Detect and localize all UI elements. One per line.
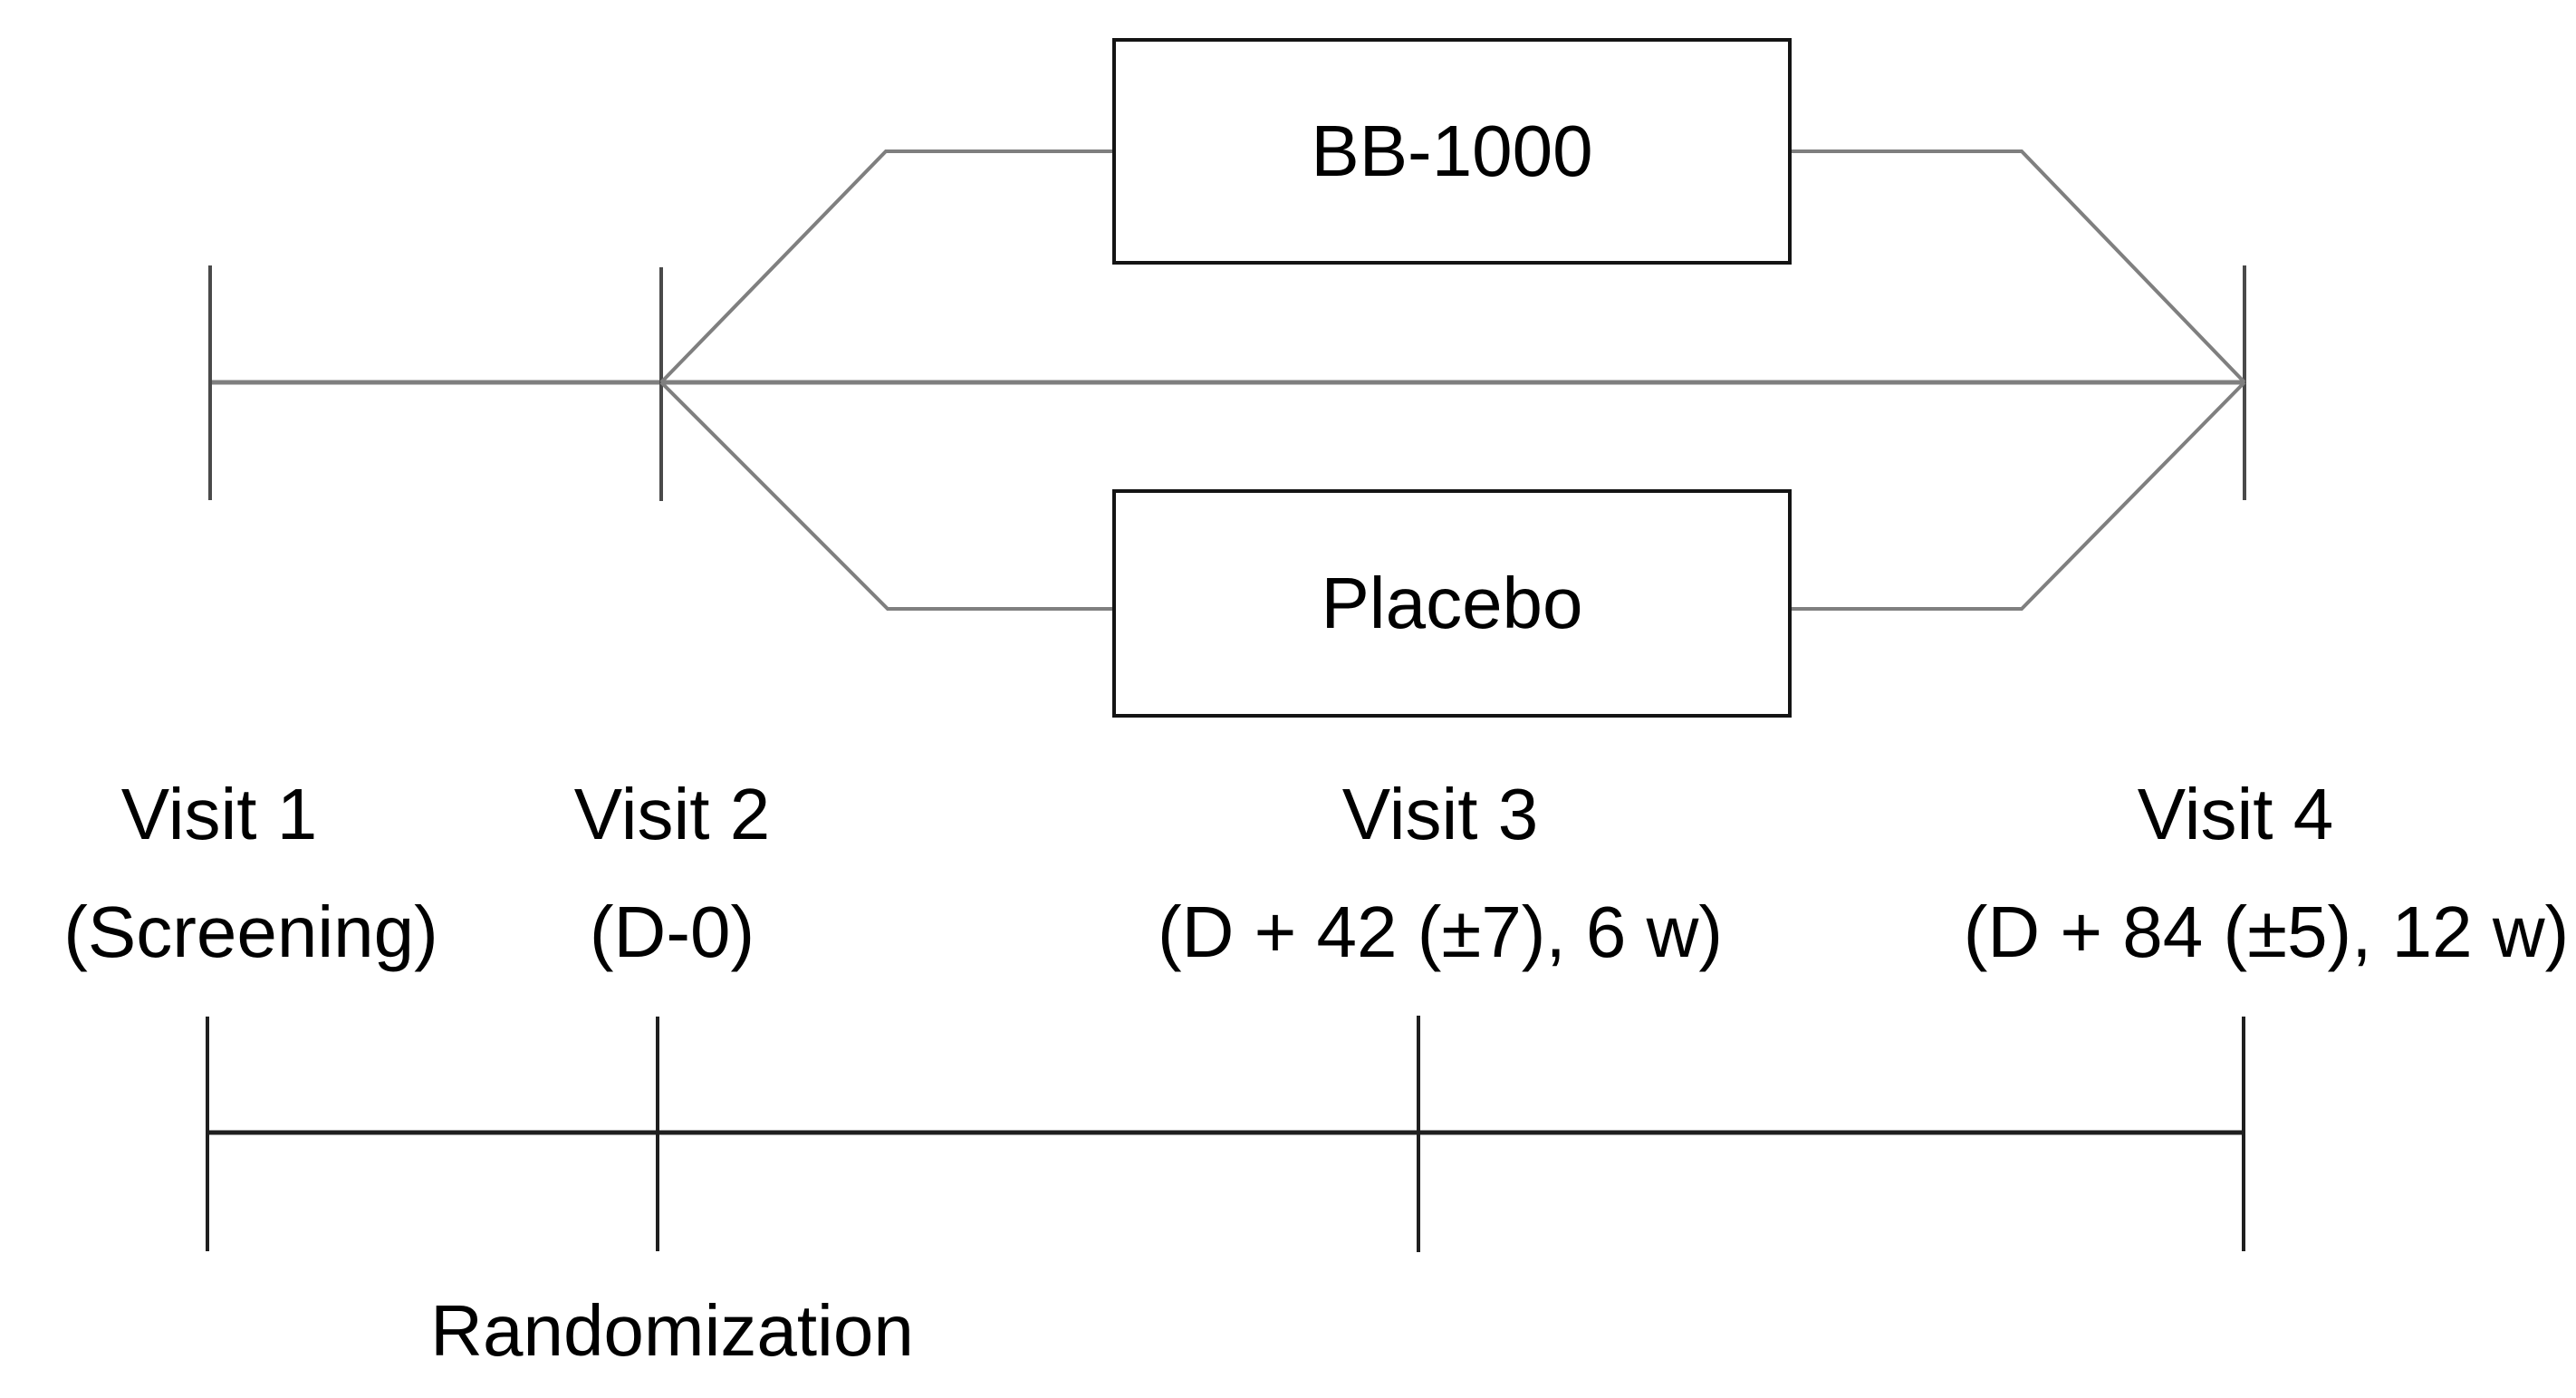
bb1000-arm-box: BB-1000: [1112, 38, 1792, 265]
placebo-arm-box: Placebo: [1112, 489, 1792, 718]
branch-placebo-right-line: [1792, 381, 2246, 611]
branch-placebo-left-line: [659, 381, 1112, 611]
branch-bb1000-right-line: [1792, 149, 2246, 384]
visit2-detail-label: (D-0): [589, 892, 755, 972]
visit2-label: Visit 2: [573, 774, 771, 854]
bb1000-arm-label: BB-1000: [1311, 111, 1593, 191]
visit1-detail-label: (Screening): [63, 892, 438, 972]
visit4-detail-label: (D + 84 (±5), 12 w): [1963, 892, 2570, 972]
visit4-label: Visit 4: [2137, 774, 2334, 854]
visit3-detail-label: (D + 42 (±7), 6 w): [1157, 892, 1724, 972]
visit3-label: Visit 3: [1341, 774, 1539, 854]
visit1-label: Visit 1: [120, 774, 318, 854]
placebo-arm-label: Placebo: [1321, 563, 1583, 643]
randomization-label: Randomization: [430, 1290, 914, 1371]
branch-bb1000-left-line: [659, 149, 1112, 384]
